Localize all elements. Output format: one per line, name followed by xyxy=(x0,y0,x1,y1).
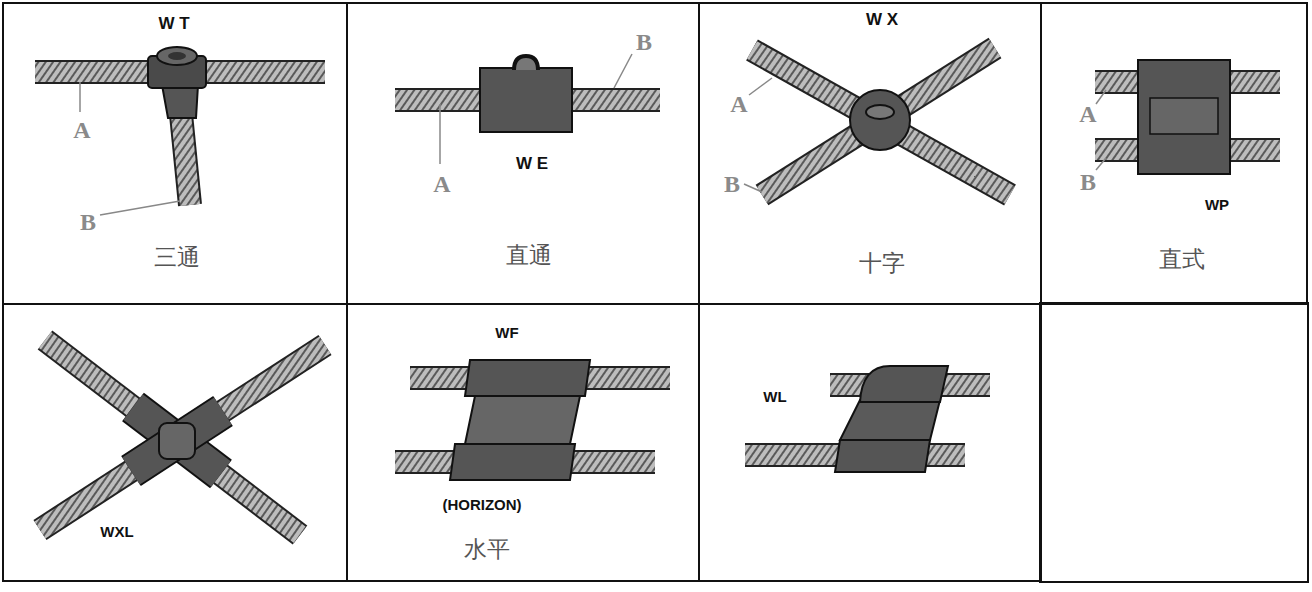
model-code: W E xyxy=(516,155,548,174)
parallel-clamp xyxy=(1095,60,1280,174)
clamp-part xyxy=(40,345,325,530)
part-letter: A xyxy=(1079,101,1096,127)
clamp-part xyxy=(79,82,81,112)
clamp-part xyxy=(157,47,197,65)
clamp-part xyxy=(762,48,995,195)
clamp-part xyxy=(168,52,186,60)
type-name: 水平 xyxy=(464,537,510,562)
part-letter: A xyxy=(73,117,90,143)
type-name: 十字 xyxy=(859,251,905,276)
straight-clamp xyxy=(395,54,660,164)
clamp-part xyxy=(162,85,198,118)
clamp-part xyxy=(465,396,580,444)
clamp-part xyxy=(749,78,772,95)
clamp-part xyxy=(866,105,894,119)
model-code: WL xyxy=(763,389,786,406)
table-grid xyxy=(1040,303,1308,582)
tee-cell: W T A B 三通 xyxy=(2,2,348,305)
clamp-part xyxy=(480,68,572,132)
cross-long-cell: WXL xyxy=(2,303,348,582)
part-letter: B xyxy=(80,209,96,235)
clamp-part xyxy=(850,90,910,150)
clamp-part xyxy=(131,411,223,471)
clamp-part xyxy=(131,411,223,471)
cross-cell: W X A B 十字 xyxy=(698,2,1042,305)
clamp-part xyxy=(439,104,441,164)
clamp-part xyxy=(100,201,180,215)
part-letter: B xyxy=(1080,169,1096,195)
clamp-part xyxy=(762,48,995,195)
part-letter: B xyxy=(724,171,740,197)
clamp-part xyxy=(1138,60,1230,174)
offset-clamp xyxy=(745,366,990,472)
horizontal-clamp xyxy=(395,360,670,480)
clamp-part xyxy=(1096,90,1106,104)
clamp-part xyxy=(840,400,940,440)
clamp-part xyxy=(860,366,948,402)
cross-long-clamp xyxy=(40,340,325,535)
type-name: 直式 xyxy=(1159,247,1205,272)
clamp-part xyxy=(40,345,325,530)
horizontal-cell: WF (HORIZON) 水平 xyxy=(346,303,700,582)
tee-clamp xyxy=(35,47,325,215)
clamp-part xyxy=(835,440,930,472)
type-name: 直通 xyxy=(506,243,552,268)
clamp-part xyxy=(159,423,195,459)
clamp-part xyxy=(450,444,575,480)
clamp-part xyxy=(465,360,590,396)
model-code: W T xyxy=(158,15,189,34)
clamp-part xyxy=(1040,303,1308,582)
model-code: (HORIZON) xyxy=(442,497,521,514)
type-name: 三通 xyxy=(154,245,200,270)
model-code: W X xyxy=(866,11,898,30)
clamp-part xyxy=(744,184,762,192)
straight-cell: W E A B 直通 xyxy=(346,2,700,305)
clamp-part xyxy=(1150,98,1218,134)
part-letter: B xyxy=(636,29,652,55)
cross-clamp xyxy=(744,48,1010,195)
clamp-part xyxy=(614,54,632,88)
model-code: WXL xyxy=(100,524,133,541)
part-letter: A xyxy=(433,171,450,197)
offset-cell: WL xyxy=(698,303,1042,582)
parallel-cell: A B WP 直式 xyxy=(1040,2,1308,305)
clamp-part xyxy=(1096,158,1106,170)
clamp-part xyxy=(514,56,538,70)
model-code: WP xyxy=(1205,197,1229,214)
model-code: WF xyxy=(495,325,518,342)
part-letter: A xyxy=(730,91,747,117)
